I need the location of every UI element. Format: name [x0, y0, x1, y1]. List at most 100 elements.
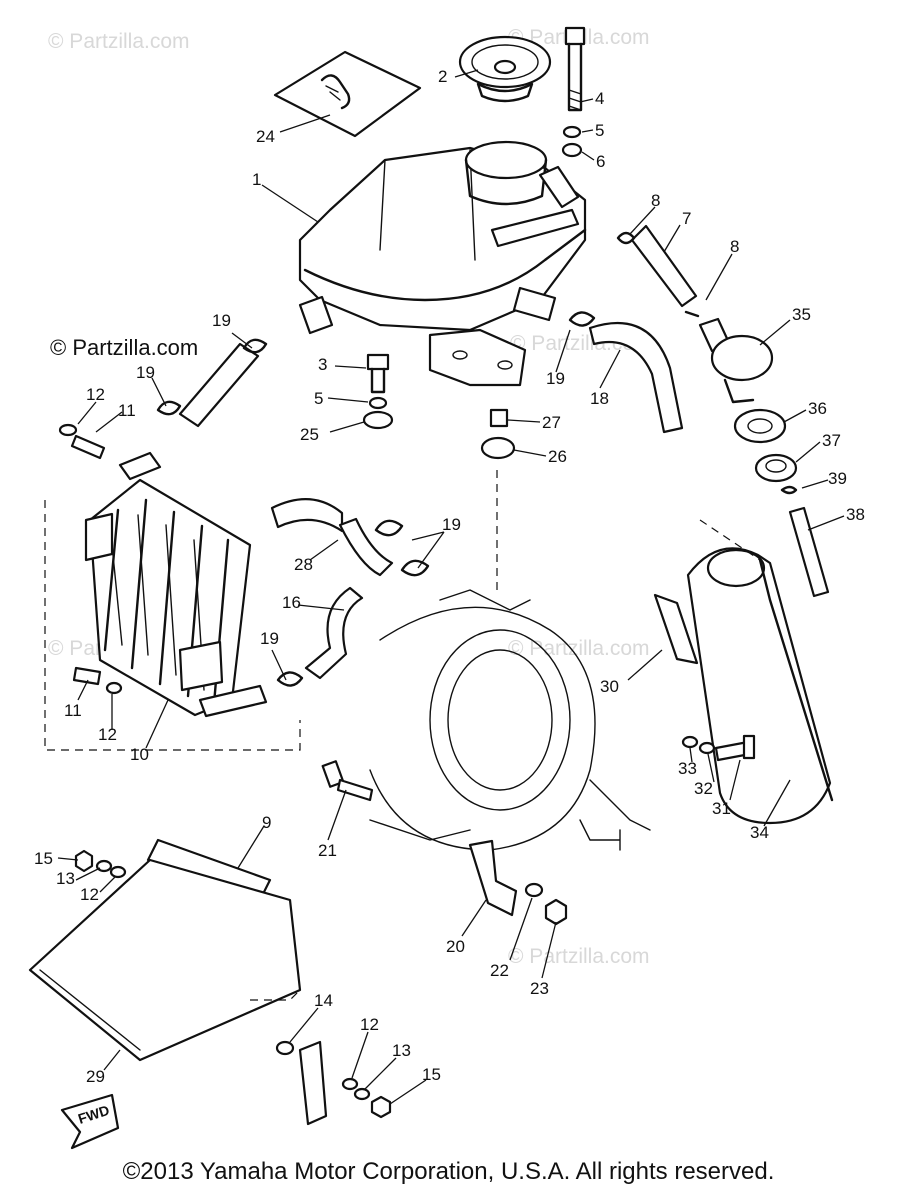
part-nut-15: [74, 849, 94, 873]
part-hose-7: [630, 224, 698, 308]
part-bolt-3: [366, 353, 390, 394]
part-bracket-30: [653, 593, 699, 665]
callout-19: 19: [442, 515, 461, 534]
part-washer-22: [524, 882, 544, 898]
part-label-plate: [273, 50, 422, 138]
callout-33: 33: [678, 759, 697, 778]
callout-36: 36: [808, 399, 827, 418]
callout-25: 25: [300, 425, 319, 444]
watermark: © Partzilla.com: [48, 30, 190, 53]
part-coolant-tank: [298, 140, 587, 387]
part-radiator-10: [84, 451, 268, 718]
part-bolt-11: [72, 666, 102, 686]
part-washer-13: [95, 859, 113, 873]
callout-8: 8: [730, 237, 739, 256]
callout-32: 32: [694, 779, 713, 798]
part-washer-12: [58, 423, 78, 437]
part-clamp-8: [684, 310, 700, 318]
callout-19: 19: [260, 629, 279, 648]
part-nut-23: [544, 898, 568, 926]
callout-19: 19: [546, 369, 565, 388]
callout-30: 30: [600, 677, 619, 696]
part-clamp-19: [242, 338, 268, 354]
callouts: 1 2 3 4 5 5 6 7 8 8 9 10 11 11 12 12 12 …: [34, 67, 865, 1086]
part-washer-12: [109, 865, 127, 879]
callout-11: 11: [64, 701, 82, 720]
part-gasket-36: [733, 408, 787, 444]
callout-23: 23: [530, 979, 549, 998]
part-clamp-19: [156, 400, 182, 416]
part-clip-39: [780, 485, 798, 495]
callout-39: 39: [828, 469, 847, 488]
copyright-notice: ©2013 Yamaha Motor Corporation, U.S.A. A…: [122, 1158, 775, 1185]
callout-12: 12: [80, 885, 99, 904]
part-bracket-lower: [298, 1040, 328, 1126]
callout-10: 10: [130, 745, 149, 764]
part-clamp-19: [374, 519, 404, 537]
callout-27: 27: [542, 413, 561, 432]
callout-38: 38: [846, 505, 865, 524]
part-hose-38: [788, 506, 830, 598]
watermark: © Partzilla.com: [508, 945, 650, 968]
part-washer-33: [681, 735, 699, 749]
part-clamp-19: [568, 311, 596, 327]
callout-13: 13: [56, 869, 75, 888]
callout-24: 24: [256, 127, 275, 146]
callout-2: 2: [438, 67, 447, 86]
part-valve-35: [698, 317, 774, 404]
fwd-arrow: FWD: [60, 1093, 120, 1150]
part-hose-28: [270, 498, 344, 533]
callout-29: 29: [86, 1067, 105, 1086]
callout-11: 11: [118, 401, 136, 420]
callout-4: 4: [595, 89, 604, 108]
part-radiator-cap: [458, 35, 552, 103]
callout-13: 13: [392, 1041, 411, 1060]
part-plate-29: [28, 858, 302, 1062]
callout-26: 26: [548, 447, 567, 466]
callout-14: 14: [314, 991, 333, 1010]
callout-22: 22: [490, 961, 509, 980]
callout-15: 15: [34, 849, 53, 868]
part-washer-12: [105, 681, 123, 695]
callout-21: 21: [318, 841, 337, 860]
watermark-dark: © Partzilla.com: [50, 335, 198, 360]
callout-12: 12: [86, 385, 105, 404]
part-grommet-26: [480, 436, 516, 460]
part-washer-32: [698, 741, 716, 755]
callout-3: 3: [318, 355, 327, 374]
part-collar-27: [489, 408, 509, 428]
part-bolt-31: [714, 734, 756, 762]
part-engine-case: [369, 589, 651, 851]
watermark: © Partzilla.com: [508, 637, 650, 660]
callout-28: 28: [294, 555, 313, 574]
callout-12: 12: [360, 1015, 379, 1034]
callout-15: 15: [422, 1065, 441, 1084]
part-clamp-19: [276, 671, 304, 687]
callout-18: 18: [590, 389, 609, 408]
callout-16: 16: [282, 593, 301, 612]
part-bracket-20: [468, 839, 518, 917]
part-cap-37: [754, 453, 798, 483]
part-washer-6: [561, 142, 583, 158]
part-washer-12: [341, 1077, 359, 1091]
callout-20: 20: [446, 937, 465, 956]
callout-7: 7: [682, 209, 691, 228]
callout-34: 34: [750, 823, 769, 842]
part-bolt-21: [321, 760, 374, 802]
callout-37: 37: [822, 431, 841, 450]
callout-1: 1: [252, 170, 261, 189]
callout-19: 19: [212, 311, 231, 330]
part-bolt-11: [70, 434, 106, 460]
part-hose-upper: [178, 342, 260, 428]
callout-5: 5: [314, 389, 323, 408]
callout-12: 12: [98, 725, 117, 744]
part-grommet-25: [362, 410, 394, 430]
callout-31: 31: [712, 799, 731, 818]
part-hose-28-lower: [338, 517, 394, 577]
leader-lines: [57, 69, 845, 1105]
callout-9: 9: [262, 813, 271, 832]
callout-6: 6: [596, 152, 605, 171]
part-washer-13: [353, 1087, 371, 1101]
part-washer-5: [368, 396, 388, 410]
